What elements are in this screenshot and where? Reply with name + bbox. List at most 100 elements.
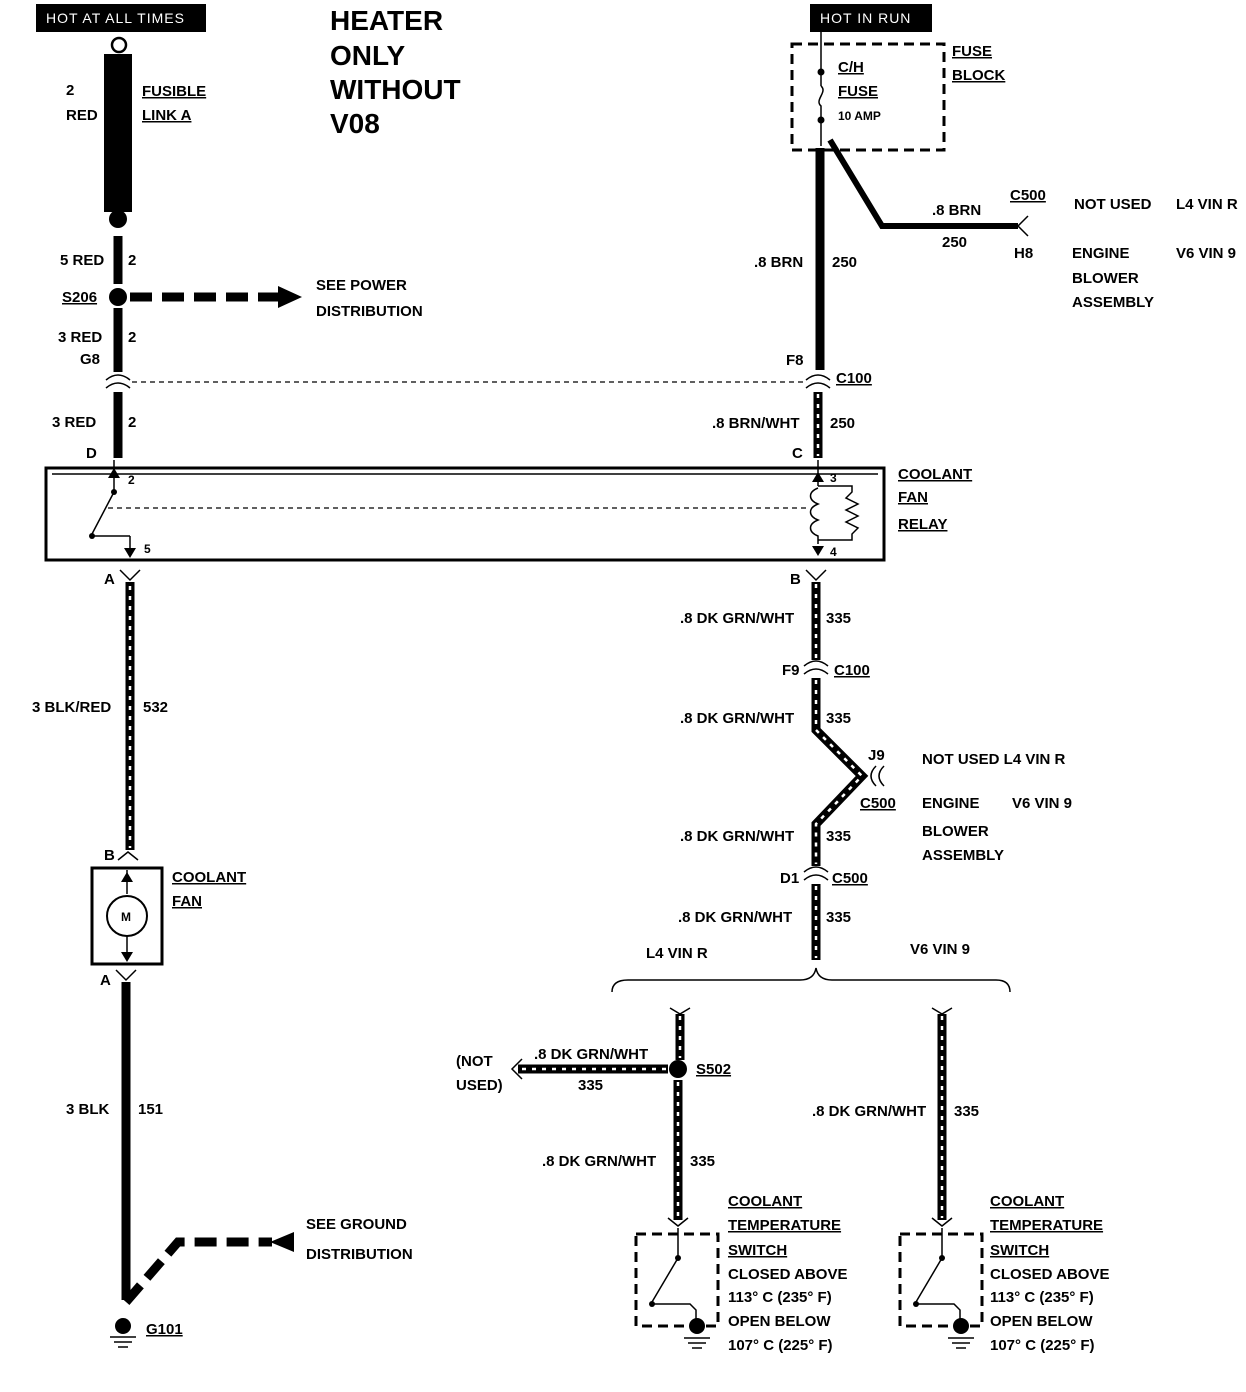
temp-switch-left-ground [689,1318,705,1334]
option-v6-vin-9-label: V6 VIN 9 [910,941,970,958]
splice-s206-label: S206 [62,289,97,306]
wire-3-blk-red-label: 3 BLK/RED [32,699,111,716]
connector-c100-left-bottom [105,382,131,389]
option-brace [611,967,1011,993]
connector-c100-left-top [105,374,131,381]
engine-label-1: ENGINE [1072,245,1130,262]
connector-c500-mid-label: C500 [860,795,896,812]
temp-switch-right-box [898,1232,984,1328]
coolant-fan-arrow-bottom [121,952,133,962]
temp-switch-left-label-1: COOLANT [728,1193,802,1210]
temp-switch-left-arm [651,1257,679,1303]
see-power-label-2: DISTRIBUTION [316,303,423,320]
temp-switch-left-label-6: OPEN BELOW [728,1313,831,1330]
power-distribution-arrowhead [278,286,302,308]
wire-l4-lower-circuit: 335 [690,1153,715,1170]
see-ground-label-2: DISTRIBUTION [306,1246,413,1263]
connector-c100-right-bottom [805,382,831,389]
connector-c500-low-label: C500 [832,870,868,887]
not-used-label-2: NOT USED L4 VIN R [922,751,1066,768]
fusible-link-end [109,210,127,228]
temp-switch-right-ground [953,1318,969,1334]
wire-3-red-upper-label: 3 RED [58,329,102,346]
temp-switch-right-contact [918,1303,961,1322]
relay-contact-arm [91,491,115,535]
wire-8-brn-label: .8 BRN [754,254,803,271]
title-line-2: ONLY [330,40,406,71]
wire-8-brn-branch [827,138,1018,229]
temp-switch-right-arm [915,1257,943,1303]
connector-c500-mid-2 [878,765,885,787]
connector-h8-label: H8 [1014,245,1033,262]
connector-l4-switch [667,1217,689,1227]
relay-pin-4: 4 [830,545,837,559]
hot-in-run-header: HOT IN RUN [820,10,911,26]
connector-c500-low-bottom [803,874,829,881]
wire-5-red-circuit: 2 [128,252,136,269]
battery-terminal [110,36,128,54]
wire-dk-grn-wht-3-circuit: 335 [826,828,851,845]
l4-vin-r-label-1: L4 VIN R [1176,196,1238,213]
relay-coil [809,487,821,544]
relay-contact-bottom [89,533,95,539]
wire-8-brn-branch-label: .8 BRN [932,202,981,219]
wire-5-red-label: 5 RED [60,252,104,269]
blower-label-2: BLOWER [922,823,989,840]
engine-label-2: ENGINE [922,795,980,812]
connector-c500-top [1016,215,1029,237]
temp-switch-right-label-1: COOLANT [990,1193,1064,1210]
connector-v6-switch [931,1217,953,1227]
relay-label-1: COOLANT [898,466,972,483]
wire-8-brn-wht-label: .8 BRN/WHT [712,415,800,432]
coolant-fan-label-2: FAN [172,893,202,910]
fuse-block-label-1: FUSE [952,43,992,60]
relay-pin-5: 5 [144,542,151,556]
wire-dk-grn-wht-2-circuit: 335 [826,710,851,727]
hot-in-run-header-bg [810,4,932,32]
relay-pin-b: B [790,571,801,588]
fuse-rating: 10 AMP [838,109,881,123]
temp-switch-left-label-4: CLOSED ABOVE [728,1266,847,1283]
temp-switch-left-label-2: TEMPERATURE [728,1217,841,1234]
connector-f8-label: F8 [786,352,804,369]
temp-switch-right-label-4: CLOSED ABOVE [990,1266,1109,1283]
connector-v6-top [931,1007,953,1015]
wire-8-brn-wht-circuit: 250 [830,415,855,432]
temp-switch-left-label-3: SWITCH [728,1242,787,1259]
fusible-link-label-2: LINK A [142,107,192,124]
fan-pin-a-bottom: A [100,972,111,989]
blower-label-1: BLOWER [1072,270,1139,287]
hot-at-all-times-header: HOT AT ALL TIMES [46,10,185,26]
connector-not-used [510,1058,523,1080]
fuse-top-dot [817,68,825,76]
not-used-label-1: NOT USED [1074,196,1152,213]
temp-switch-left-box [634,1232,720,1328]
coolant-fan-motor-label: M [121,910,131,924]
connector-c100-b-top [803,660,829,667]
relay-pin-3: 3 [830,471,837,485]
ground-g101-label: G101 [146,1321,183,1338]
title-line-3: WITHOUT [330,74,461,105]
connector-c500-top-label: C500 [1010,187,1046,204]
wire-3-blk-circuit: 151 [138,1101,163,1118]
wire-dk-grn-wht-1-circuit: 335 [826,610,851,627]
connector-f9-label: F9 [782,662,800,679]
not-used-paren-1: (NOT [456,1053,493,1070]
temp-switch-left-pivot [649,1301,655,1307]
fan-pin-a-top: A [104,571,115,588]
wire-3-red-upper-circuit: 2 [128,329,136,346]
relay-contact-arrow [108,468,120,478]
assembly-label-2: ASSEMBLY [922,847,1004,864]
wire-s502-circuit: 335 [578,1077,603,1094]
wire-8-brn-circuit: 250 [832,254,857,271]
wire-s502-label: .8 DK GRN/WHT [534,1046,648,1063]
fusible-gauge: 2 [66,82,74,99]
relay-pin5-arrow [124,548,136,558]
relay-pin-c: C [792,445,803,462]
fan-pin-b: B [104,847,115,864]
ground-distribution-arrowhead [270,1232,294,1252]
not-used-paren-2: USED) [456,1077,503,1094]
relay-pin3-arrow [812,472,824,482]
wire-dk-grn-wht-3-label: .8 DK GRN/WHT [680,828,794,845]
splice-s502 [669,1060,687,1078]
